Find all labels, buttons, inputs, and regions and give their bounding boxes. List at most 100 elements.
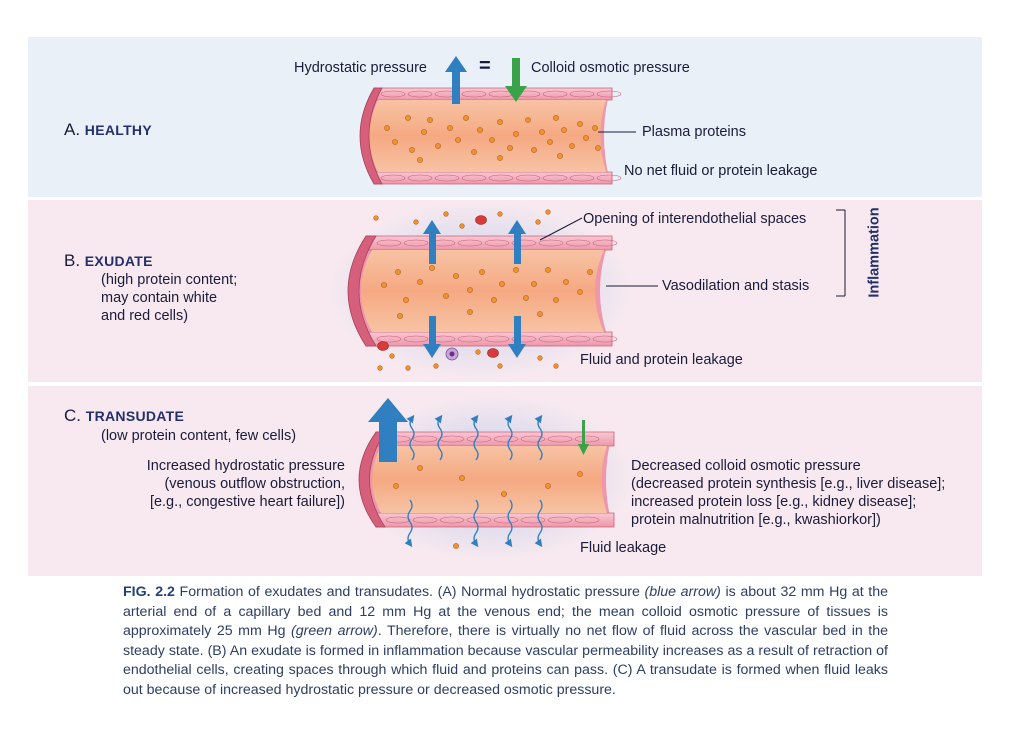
endothelial-cell bbox=[493, 516, 519, 524]
wavy-fluid-arrow bbox=[534, 499, 543, 548]
plasma-protein bbox=[525, 117, 531, 123]
plasma-protein bbox=[429, 265, 435, 271]
large-blue-arrow-up-icon bbox=[368, 398, 408, 462]
wavy-fluid-arrow bbox=[534, 414, 543, 461]
plasma-protein bbox=[479, 269, 485, 275]
wavy-fluid-arrows bbox=[404, 414, 543, 548]
plasma-protein bbox=[455, 137, 461, 143]
leaked-protein bbox=[433, 363, 439, 369]
plasma-protein bbox=[489, 137, 495, 143]
endothelial-cell bbox=[484, 335, 510, 343]
endothelial-cell bbox=[511, 335, 537, 343]
panel-c-header: C. TRANSUDATE bbox=[64, 407, 184, 425]
endothelial-cell bbox=[520, 516, 546, 524]
exudate-desc-3: and red cells) bbox=[101, 308, 189, 324]
red-blood-cell bbox=[475, 215, 487, 225]
endothelial-cell bbox=[407, 174, 433, 182]
plasma-protein bbox=[531, 281, 537, 287]
inflammation-label: Inflammation bbox=[866, 207, 883, 298]
plasma-protein bbox=[545, 483, 551, 489]
endothelial-cell bbox=[574, 516, 600, 524]
green-arrow-down-icon bbox=[505, 58, 527, 102]
plasma-protein bbox=[531, 147, 537, 153]
plasma-protein bbox=[577, 121, 583, 127]
leaked-protein bbox=[537, 355, 543, 361]
plasma-protein bbox=[497, 155, 503, 161]
endothelial-cell bbox=[461, 90, 487, 98]
blue-arrow-up-icon bbox=[445, 56, 467, 104]
plasma-protein bbox=[539, 129, 545, 135]
leaked-protein bbox=[405, 365, 411, 371]
panel-a-title: HEALTHY bbox=[84, 122, 152, 138]
endothelial-cell bbox=[592, 335, 618, 343]
panel-c-letter: C. bbox=[64, 406, 81, 425]
endothelial-cell bbox=[569, 174, 595, 182]
endothelial-cell bbox=[403, 239, 429, 247]
panel-b-title: EXUDATE bbox=[84, 253, 153, 269]
plasma-protein bbox=[477, 127, 483, 133]
hydrostatic-pressure-label: Hydrostatic pressure bbox=[294, 60, 427, 76]
plasma-protein bbox=[467, 309, 473, 315]
endothelial-cell bbox=[538, 239, 564, 247]
no-net-leakage-label: No net fluid or protein leakage bbox=[624, 163, 818, 179]
caption-green-arrow-note: (green arrow) bbox=[291, 623, 378, 639]
leaked-protein bbox=[553, 363, 559, 369]
plasma-protein bbox=[553, 115, 559, 121]
plasma-protein bbox=[417, 157, 423, 163]
vessel-exudate bbox=[330, 202, 630, 378]
exudate-desc-1: (high protein content; bbox=[101, 272, 238, 288]
plasma-protein bbox=[545, 267, 551, 273]
congestive-heart-failure-label: [e.g., congestive heart failure]) bbox=[149, 494, 345, 510]
wavy-fluid-arrow bbox=[470, 499, 479, 548]
protein-malnutrition-label: protein malnutrition [e.g., kwashiorkor]… bbox=[631, 512, 881, 528]
leaked-protein bbox=[475, 349, 481, 355]
increased-hydrostatic-label: Increased hydrostatic pressure bbox=[146, 458, 345, 474]
endothelial-cell bbox=[434, 174, 460, 182]
leaked-protein bbox=[377, 365, 383, 371]
endothelial-cell bbox=[488, 174, 514, 182]
plasma-protein bbox=[427, 117, 433, 123]
leaked-protein bbox=[373, 215, 379, 221]
blue-arrow-up-icon bbox=[508, 220, 526, 264]
decreased-colloid-label: Decreased colloid osmotic pressure bbox=[631, 458, 861, 474]
leaked-protein bbox=[413, 219, 419, 225]
endothelial-cell bbox=[596, 90, 622, 98]
wavy-fluid-arrow bbox=[504, 499, 513, 548]
plasma-protein bbox=[471, 149, 477, 155]
endothelial-cell bbox=[461, 174, 487, 182]
plasma-protein bbox=[577, 289, 583, 295]
vessel-healthy bbox=[359, 87, 622, 185]
wavy-fluid-arrow bbox=[470, 414, 479, 461]
plasma-protein bbox=[467, 287, 473, 293]
panel-a-header: A. HEALTHY bbox=[64, 121, 152, 139]
plasma-protein bbox=[491, 297, 497, 303]
plasma-protein bbox=[577, 471, 583, 477]
endothelial-cell bbox=[376, 239, 402, 247]
increased-protein-loss-label: increased protein loss [e.g., kidney dis… bbox=[631, 494, 917, 510]
endothelial-cell bbox=[574, 435, 600, 443]
plasma-protein bbox=[592, 125, 598, 131]
venous-outflow-label: (venous outflow obstruction, bbox=[164, 476, 345, 492]
endothelial-cell bbox=[511, 239, 537, 247]
endothelial-cell bbox=[538, 335, 564, 343]
plasma-protein bbox=[499, 281, 505, 287]
wavy-fluid-arrow bbox=[434, 414, 443, 461]
endothelial-cell bbox=[547, 516, 573, 524]
plasma-protein bbox=[403, 297, 409, 303]
blue-arrow-down-icon bbox=[423, 316, 441, 358]
leader-lines bbox=[539, 131, 846, 297]
fluid-leakage-label: Fluid leakage bbox=[580, 540, 667, 556]
opening-interendothelial-label: Opening of interendothelial spaces bbox=[583, 211, 807, 227]
plasma-protein bbox=[513, 267, 519, 273]
plasma-protein bbox=[497, 119, 503, 125]
panel-b-letter: B. bbox=[64, 251, 81, 270]
plasma-protein bbox=[393, 483, 399, 489]
plasma-protein bbox=[587, 269, 593, 275]
plasma-protein bbox=[561, 127, 567, 133]
leaked-protein bbox=[535, 219, 541, 225]
plasma-protein bbox=[523, 295, 529, 301]
plasma-protein bbox=[395, 269, 401, 275]
red-blood-cell bbox=[487, 348, 499, 358]
panel-c-title: TRANSUDATE bbox=[85, 408, 185, 424]
